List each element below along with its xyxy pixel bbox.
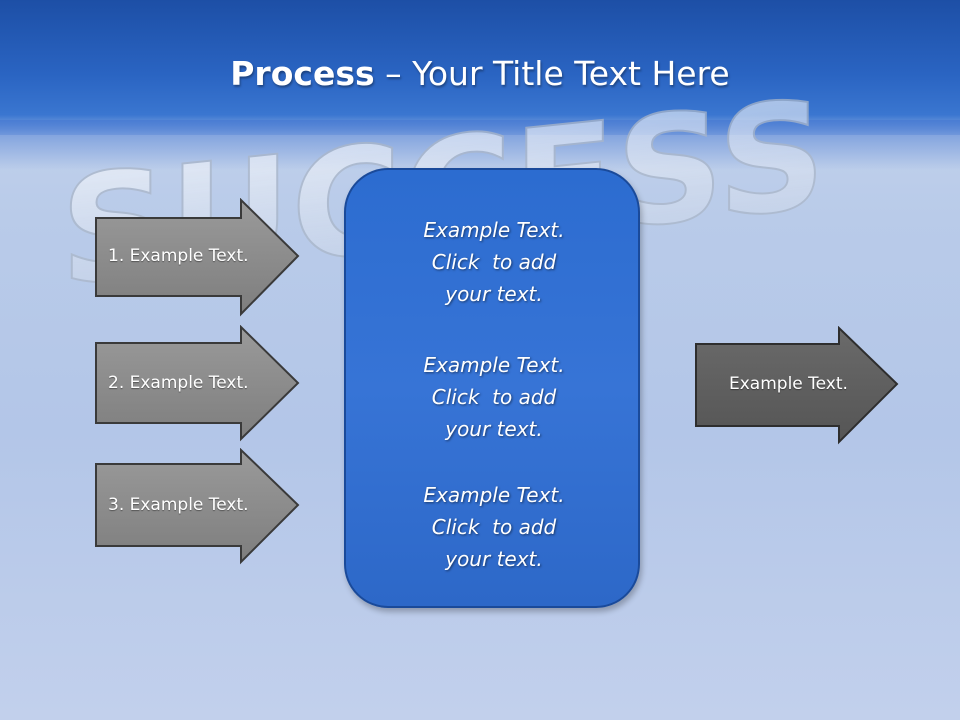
center-line: Click to add bbox=[431, 385, 557, 409]
center-line: your text. bbox=[445, 282, 543, 306]
left-arrow-1[interactable] bbox=[94, 198, 300, 318]
center-line: Example Text. bbox=[423, 353, 565, 377]
title-bold: Process bbox=[230, 54, 375, 93]
center-line: your text. bbox=[445, 547, 543, 571]
title-banner-fade bbox=[0, 120, 960, 170]
center-paragraph-2: Example Text. Click to add your text. bbox=[346, 349, 642, 445]
right-arrow[interactable] bbox=[694, 326, 900, 446]
title-banner bbox=[0, 0, 960, 135]
left-arrow-label-1: 1. Example Text. bbox=[108, 246, 249, 266]
left-arrow-label-3: 3. Example Text. bbox=[108, 495, 249, 515]
center-line: Click to add bbox=[431, 250, 557, 274]
center-paragraph-1: Example Text. Click to add your text. bbox=[346, 214, 642, 310]
left-arrow-3[interactable] bbox=[94, 448, 300, 568]
center-line: Example Text. bbox=[423, 218, 565, 242]
center-text-box[interactable]: Example Text. Click to add your text. Ex… bbox=[344, 168, 640, 608]
center-paragraph-3: Example Text. Click to add your text. bbox=[346, 479, 642, 575]
left-arrow-label-2: 2. Example Text. bbox=[108, 373, 249, 393]
center-line: your text. bbox=[445, 417, 543, 441]
title-rest: – Your Title Text Here bbox=[374, 54, 730, 93]
center-line: Example Text. bbox=[423, 483, 565, 507]
center-line: Click to add bbox=[431, 515, 557, 539]
page-title: Process – Your Title Text Here bbox=[0, 52, 960, 96]
left-arrow-2[interactable] bbox=[94, 325, 300, 445]
right-arrow-label: Example Text. bbox=[729, 374, 848, 394]
